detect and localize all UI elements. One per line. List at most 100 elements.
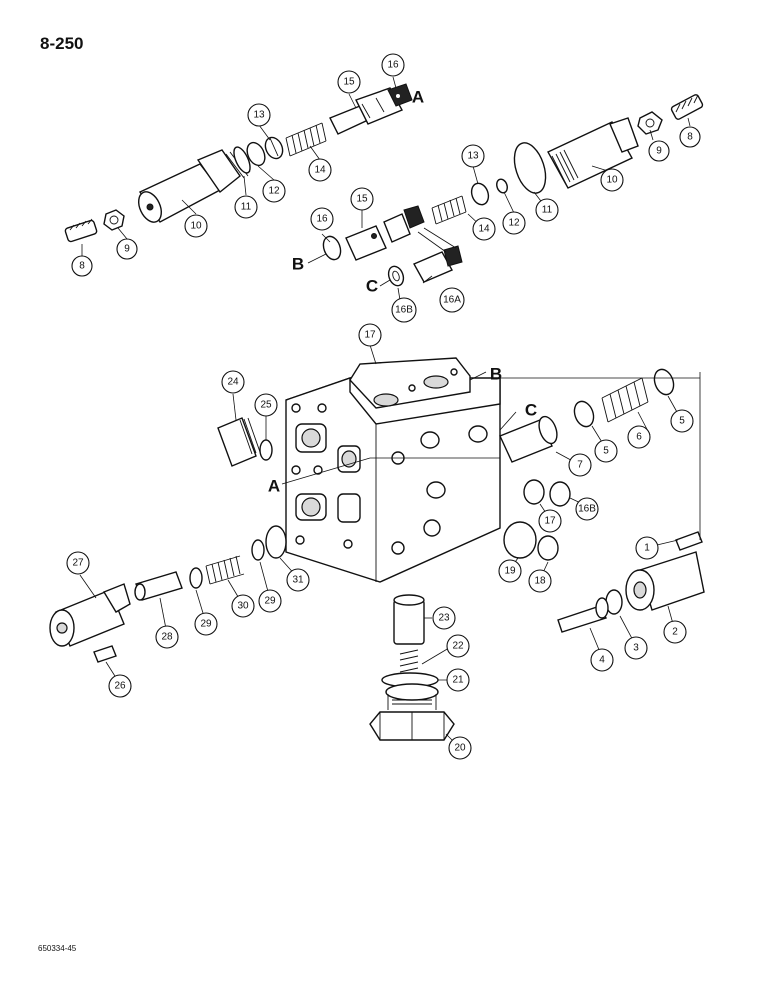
svg-text:28: 28	[161, 632, 173, 643]
part-8-right-setscrew	[670, 94, 704, 120]
callout-16-middle: 16	[310, 207, 334, 231]
part-32-spring	[205, 555, 245, 585]
svg-text:7: 7	[577, 460, 583, 471]
callout-29: 27	[66, 551, 90, 575]
callout-18: 16B	[575, 497, 599, 521]
document-code: 650334-45	[38, 944, 77, 953]
svg-text:13: 13	[253, 110, 265, 121]
callout-13-left: 13	[247, 103, 271, 127]
svg-text:3: 3	[633, 643, 639, 654]
callout-10-right: 10	[600, 168, 624, 192]
part-6-spring	[601, 377, 649, 423]
svg-text:23: 23	[438, 613, 450, 624]
part-13-middle-retainer	[470, 182, 490, 206]
svg-text:27: 27	[72, 558, 84, 569]
callout-15-middle: 15	[350, 187, 374, 211]
callout-8-left: 8	[71, 255, 93, 277]
letter-b-body: B	[490, 365, 502, 384]
callout-27: 25	[254, 393, 278, 417]
callout-22: 20	[448, 736, 472, 760]
svg-text:9: 9	[656, 146, 662, 157]
part-26-plug	[217, 417, 261, 467]
callout-9-right: 9	[648, 140, 670, 162]
part-9-left-nut	[103, 209, 125, 231]
callout-2: 2	[663, 620, 687, 644]
part-10-left-cap	[137, 149, 251, 223]
part-15-left-spool	[329, 87, 403, 135]
callout-28: 26	[108, 674, 132, 698]
part-8-left-setscrew	[64, 218, 98, 243]
callout-14-middle: 14	[472, 217, 496, 241]
part-29-housing	[49, 583, 131, 647]
svg-text:5: 5	[603, 446, 609, 457]
svg-text:8: 8	[687, 132, 693, 143]
svg-text:12: 12	[268, 186, 280, 197]
part-5-washer	[573, 400, 595, 428]
part-11-right-oring	[513, 142, 547, 194]
callout-17: 17	[358, 323, 382, 347]
svg-text:11: 11	[542, 205, 553, 216]
part-20-backup-ring	[537, 535, 559, 561]
callout-31-left: 29	[194, 612, 218, 636]
part-16B-ring	[387, 265, 405, 287]
callout-32: 30	[231, 594, 255, 618]
letter-c-middle: C	[366, 277, 378, 296]
svg-text:1: 1	[644, 543, 650, 554]
part-10-right-cap	[547, 117, 639, 189]
svg-text:24: 24	[227, 377, 239, 388]
svg-text:8: 8	[79, 261, 85, 272]
part-12-left-washer	[246, 141, 266, 167]
svg-text:15: 15	[356, 194, 368, 205]
part-13-left-retainer	[264, 136, 284, 160]
callout-7: 7	[568, 453, 592, 477]
callout-13-middle: 13	[461, 144, 485, 168]
callout-4: 4	[590, 648, 614, 672]
part-2-cover	[625, 551, 705, 611]
callout-23: 21	[446, 668, 470, 692]
left-side-parts	[49, 417, 287, 663]
svg-text:17: 17	[544, 516, 556, 527]
svg-text:16B: 16B	[578, 504, 596, 515]
svg-text:16A: 16A	[443, 295, 461, 306]
svg-text:31: 31	[292, 575, 304, 586]
part-14-middle-spring	[431, 195, 467, 225]
svg-text:12: 12	[508, 218, 520, 229]
callout-19: 17	[538, 509, 562, 533]
part-27-oring	[259, 439, 273, 461]
svg-text:22: 22	[452, 641, 464, 652]
svg-text:6: 6	[636, 432, 642, 443]
svg-text:16: 16	[387, 60, 399, 71]
part-31-seat	[189, 567, 203, 589]
part-5-right-seat	[653, 368, 675, 396]
svg-text:10: 10	[190, 221, 202, 232]
svg-text:30: 30	[237, 601, 249, 612]
part-16-middle-sleeve	[322, 235, 342, 261]
callout-30: 28	[155, 625, 179, 649]
svg-text:26: 26	[114, 681, 126, 692]
middle-spool-assembly	[322, 178, 508, 287]
svg-text:25: 25	[260, 400, 272, 411]
part-33-retainer	[265, 525, 287, 559]
part-21-oring	[503, 521, 537, 559]
callout-31-right: 29	[258, 589, 282, 613]
callout-16A: 16A	[439, 287, 465, 313]
svg-text:4: 4	[599, 655, 605, 666]
callout-1: 1	[635, 536, 659, 560]
part-17-valve-body	[285, 357, 501, 583]
callout-12-left: 12	[262, 179, 286, 203]
svg-text:5: 5	[679, 416, 685, 427]
part-16A-plunger	[413, 245, 463, 283]
svg-text:13: 13	[467, 151, 479, 162]
top-right-cap-assembly	[513, 94, 704, 194]
part-16-left-sleeve	[387, 83, 413, 107]
svg-text:29: 29	[264, 596, 276, 607]
part-28-screw	[93, 645, 117, 663]
callout-9-left: 9	[116, 238, 138, 260]
part-4-stem	[557, 597, 609, 633]
callout-21: 19	[498, 559, 522, 583]
svg-text:16: 16	[316, 214, 328, 225]
callout-16-top: 16	[381, 53, 405, 77]
part-24-spring	[399, 649, 419, 673]
part-18-backup-ring	[549, 481, 571, 507]
callout-10-left: 10	[184, 214, 208, 238]
